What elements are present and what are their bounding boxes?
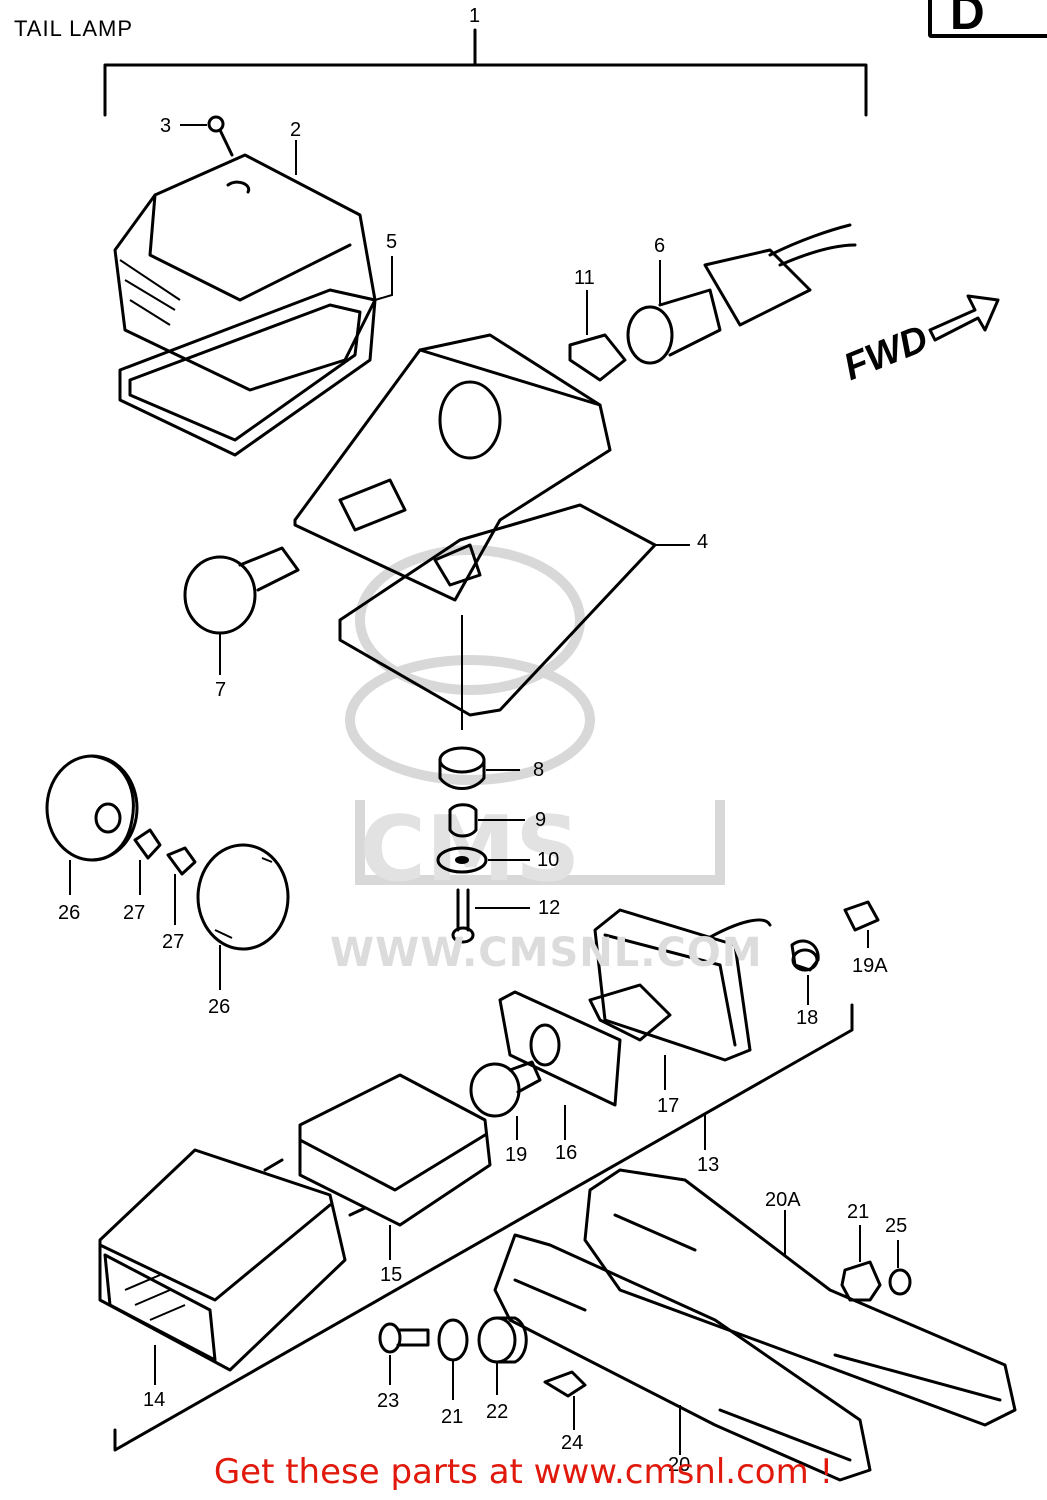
bolt (451, 888, 475, 944)
socket (626, 223, 857, 365)
part-label-5: 5 (386, 231, 398, 253)
part-label-7: 7 (215, 679, 227, 701)
small-lens (298, 1073, 492, 1227)
screw (207, 115, 234, 157)
part-label-18: 18 (796, 1007, 819, 1029)
part-label-3: 3 (160, 115, 172, 137)
part-label-27-right: 27 (162, 931, 185, 953)
part-label-13: 13 (697, 1154, 720, 1176)
part-label-20: 20 (668, 1454, 691, 1476)
nut-small (843, 900, 880, 932)
fwd-arrow (928, 294, 1000, 342)
watermark-logo: CMS (345, 545, 725, 902)
part-label-11: 11 (574, 267, 595, 289)
part-label-27-left: 27 (123, 902, 146, 924)
collar (448, 803, 478, 838)
part-label-17: 17 (657, 1095, 680, 1117)
part-label-26-left: 26 (58, 902, 81, 924)
washer-small (437, 1318, 469, 1362)
rear-housing (98, 1148, 367, 1372)
small-bulb (469, 1060, 542, 1118)
part-label-25: 25 (885, 1215, 908, 1237)
page-title: TAIL LAMP (14, 16, 134, 41)
assembly-bracket (103, 63, 868, 117)
part-label-9: 9 (535, 809, 547, 831)
part-label-8: 8 (533, 759, 545, 781)
part-label-23: 23 (377, 1390, 400, 1412)
part-label-15: 15 (380, 1264, 403, 1286)
part-label-14: 14 (143, 1389, 166, 1411)
footer-link[interactable]: Get these parts at www.cmsnl.com ! (213, 1452, 834, 1492)
part-label-6: 6 (654, 235, 666, 257)
washer (436, 846, 488, 874)
part-label-1: 1 (469, 5, 481, 27)
part-label-19: 19 (505, 1144, 528, 1166)
bracket-upper (583, 1168, 1017, 1427)
lens-gasket (118, 288, 377, 457)
license-plate-bracket (498, 990, 622, 1107)
part-label-20a: 20A (765, 1189, 801, 1211)
spacer (840, 1260, 882, 1302)
watermark-text: WWW.CMSNL.COM (330, 930, 763, 976)
bulb (183, 546, 300, 635)
bracket-lower (493, 1233, 872, 1482)
part-label-22: 22 (486, 1401, 509, 1423)
part-label-10: 10 (537, 849, 560, 871)
part-label-12: 12 (538, 897, 561, 919)
part-label-26-right: 26 (208, 996, 231, 1018)
part-label-21-upper: 21 (847, 1201, 870, 1223)
part-label-21-lower: 21 (441, 1406, 464, 1428)
part-label-16: 16 (555, 1142, 578, 1164)
part-label-4: 4 (697, 531, 709, 553)
grommet (438, 746, 486, 790)
part-label-24: 24 (561, 1432, 584, 1454)
section-tag: D (928, 0, 1047, 40)
license-lamp (588, 908, 772, 1062)
reflector-small (543, 1370, 587, 1398)
reflector-left (45, 754, 139, 862)
reflector-right (196, 843, 290, 951)
part-label-19a: 19A (852, 955, 888, 977)
housing-gasket (338, 503, 657, 717)
clip (568, 333, 627, 382)
lamp-housing (293, 333, 612, 602)
part-label-2: 2 (290, 119, 302, 141)
screw-small (378, 1322, 430, 1354)
lens-part (113, 153, 377, 392)
